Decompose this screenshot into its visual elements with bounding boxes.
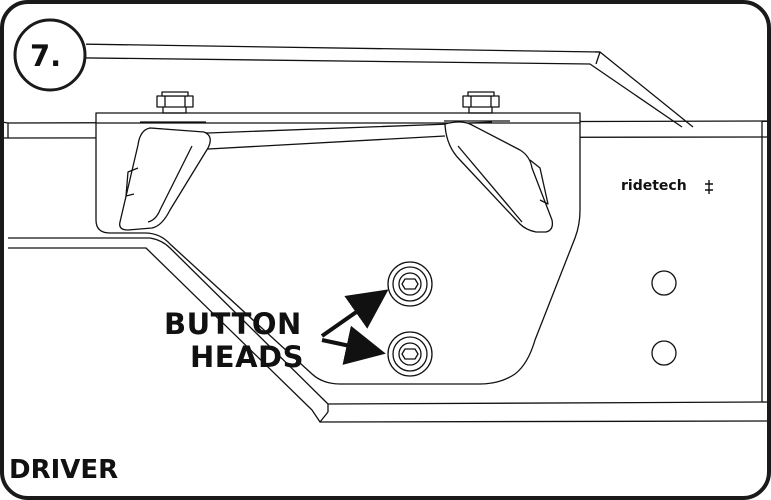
lower-left-rail — [8, 237, 769, 423]
arrow-to-lower-button-head — [321, 325, 386, 365]
callout-line-2: HEADS — [190, 340, 304, 374]
ridetech-logo-icon: ridetech — [621, 178, 713, 194]
button-head-lower — [387, 331, 433, 377]
step-number-badge: 7. — [0, 0, 87, 98]
hex-bolt-left — [156, 91, 194, 114]
button-head-upper — [387, 261, 433, 307]
frame-hole-upper — [651, 270, 677, 296]
callout-arrows — [320, 289, 389, 365]
step-label: 7. — [30, 39, 61, 73]
mount-bracket — [95, 112, 581, 385]
hex-bolt-right — [462, 91, 500, 114]
view-caption: DRIVER — [9, 455, 118, 485]
frame-hole-lower — [651, 340, 677, 366]
brand-wordmark: ridetech — [621, 178, 687, 194]
callout-line-1: BUTTON — [164, 307, 302, 341]
upper-rail — [9, 42, 694, 128]
arrow-to-upper-button-head — [320, 289, 389, 338]
left-gusset — [119, 127, 211, 231]
right-gusset — [444, 121, 554, 233]
